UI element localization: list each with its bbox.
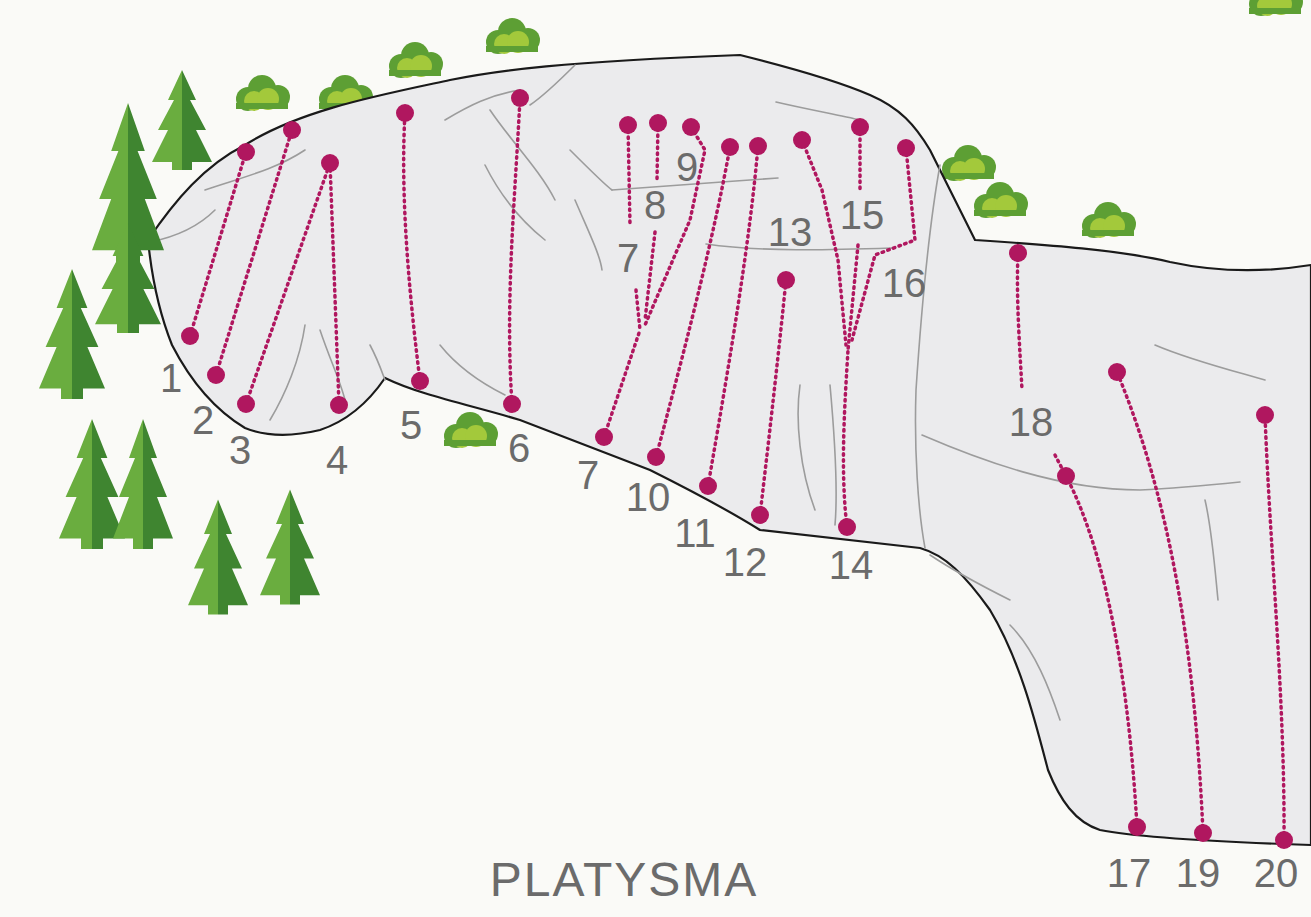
- route-number: 2: [192, 400, 214, 440]
- route-anchors: [181, 89, 1293, 849]
- route-number: 19: [1176, 853, 1221, 893]
- route-number: 5: [400, 405, 422, 445]
- pine-tree: [113, 419, 173, 549]
- bush: [236, 75, 290, 111]
- route-number: 4: [326, 440, 348, 480]
- rock-outline: [148, 55, 1311, 845]
- route-number: 3: [229, 430, 251, 470]
- pine-tree: [152, 70, 212, 170]
- pine-tree: [260, 490, 320, 605]
- bush: [1082, 202, 1136, 238]
- pine-tree: [59, 419, 125, 549]
- bush: [1249, 0, 1303, 16]
- climbing-routes: [190, 98, 1284, 840]
- route-number: 15: [840, 195, 885, 235]
- route-number: 20: [1254, 853, 1299, 893]
- bush: [486, 18, 540, 54]
- pine-tree: [95, 223, 161, 333]
- bush: [974, 182, 1028, 218]
- route-number: 13: [768, 212, 813, 252]
- route-number: 12: [723, 542, 768, 582]
- route-number: 17: [1107, 853, 1152, 893]
- route-number: 9: [676, 147, 698, 187]
- rock-edge: [915, 165, 940, 548]
- route-number: 8: [644, 185, 666, 225]
- route-number: 1: [160, 358, 182, 398]
- route-number: 10: [626, 477, 671, 517]
- rock-cracks: [150, 65, 1265, 720]
- bush: [389, 42, 443, 78]
- route-number: 7: [577, 455, 599, 495]
- route-number: 14: [829, 545, 874, 585]
- pine-tree: [39, 269, 105, 399]
- bush: [444, 412, 498, 448]
- route-number: 11: [674, 513, 716, 553]
- route-number: 18: [1009, 402, 1054, 442]
- route-number: 16: [882, 263, 927, 303]
- route-number: 6: [508, 428, 530, 468]
- sector-title: PLATYSMA: [490, 856, 759, 904]
- route-number: 7: [617, 238, 639, 278]
- pine-tree: [188, 500, 248, 615]
- bush: [942, 145, 996, 181]
